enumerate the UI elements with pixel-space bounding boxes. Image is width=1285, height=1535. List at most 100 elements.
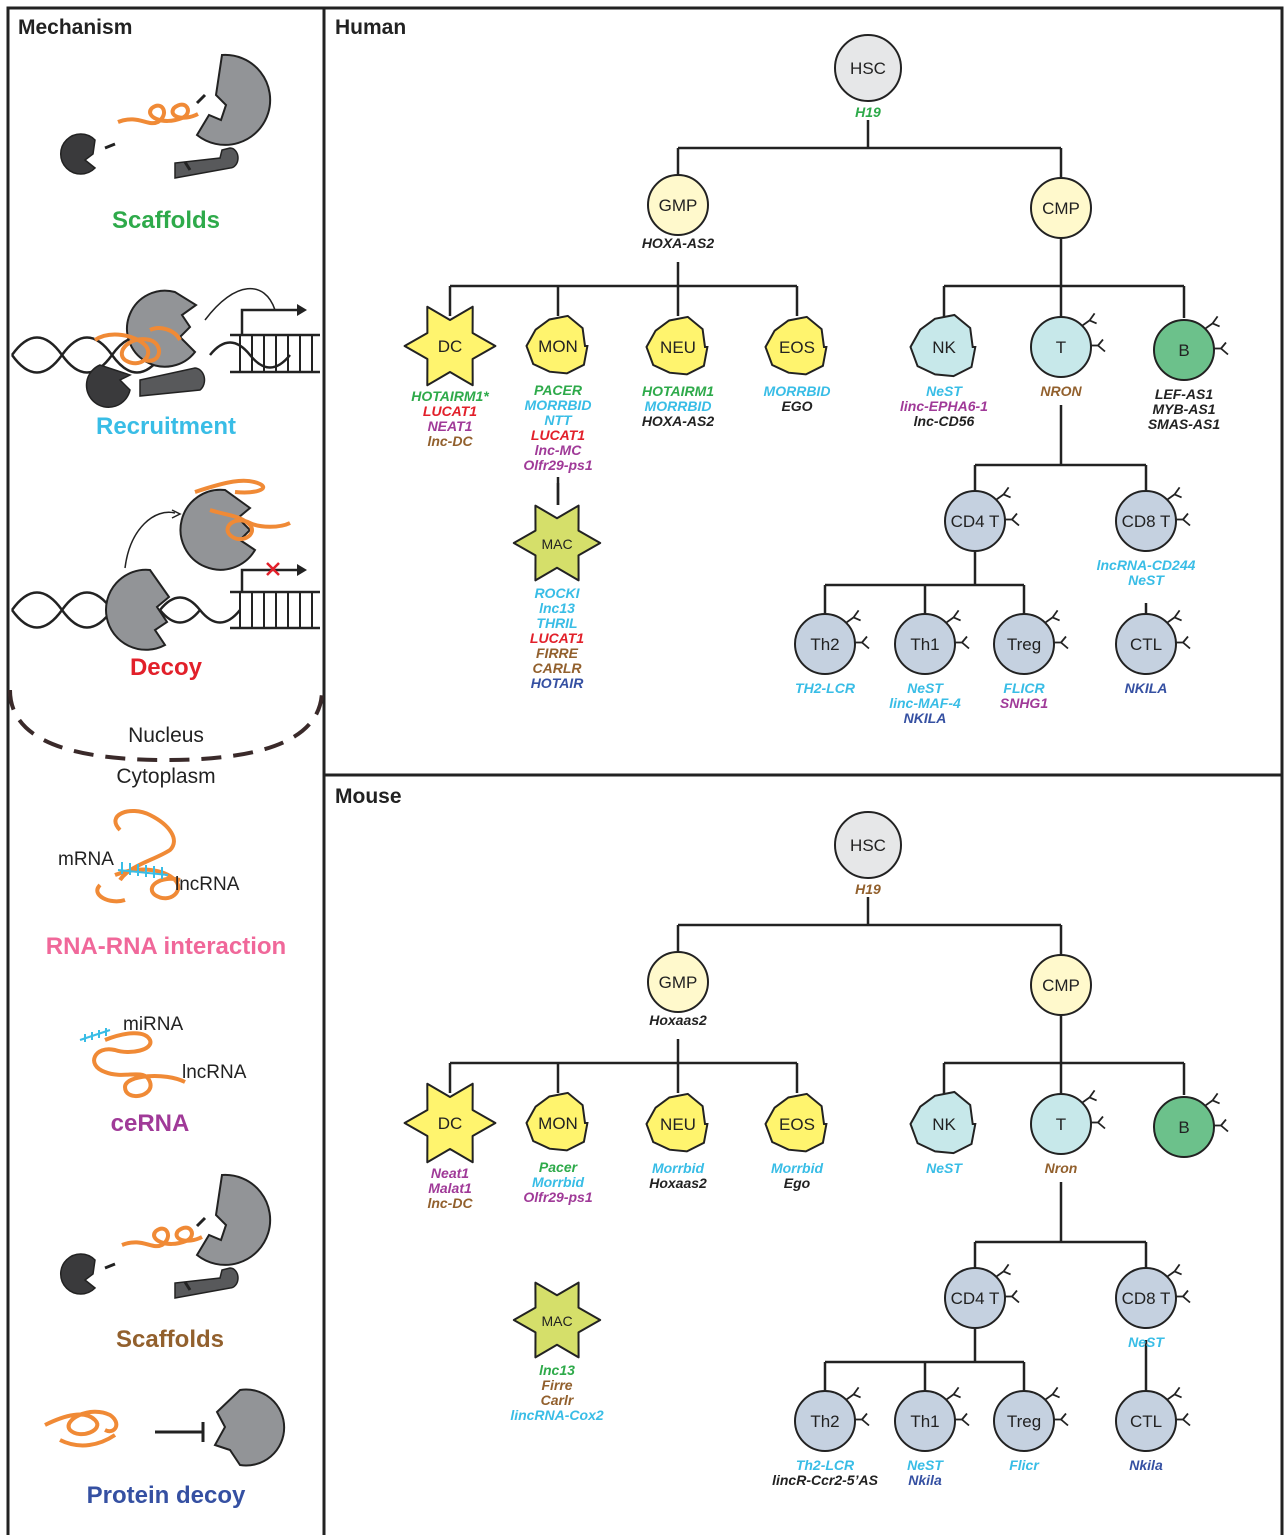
gene-label: lnc-MC — [535, 442, 583, 458]
receptor-icon — [1082, 312, 1106, 353]
receptor-icon — [1082, 1089, 1106, 1130]
mac-cell-shape — [512, 504, 602, 582]
eos-cell-shape — [764, 315, 828, 376]
t-cell-shape — [1030, 1093, 1092, 1155]
gene-label: Hoxaas2 — [649, 1175, 707, 1191]
gene-label: Nkila — [908, 1472, 942, 1488]
gene-label: HOTAIR — [531, 675, 585, 691]
gene-label: Firre — [541, 1377, 572, 1393]
nk-cell-shape — [909, 313, 977, 378]
nucleus-label: Nucleus — [128, 724, 204, 747]
human-title: Human — [335, 16, 406, 39]
inhibition-icon — [155, 1422, 205, 1442]
t-cell-shape — [1030, 316, 1092, 378]
cmp-cell-label: CMP — [1042, 199, 1080, 218]
mon-cell-shape — [525, 1091, 589, 1152]
mechanism-label-recruitment: Recruitment — [96, 413, 236, 440]
mechanism-label-scaffolds: Scaffolds — [112, 207, 220, 234]
cell-cd4: CD4 T — [944, 486, 1020, 552]
gene-label: lnc-CD56 — [914, 413, 975, 429]
cmp-cell-label: CMP — [1042, 976, 1080, 995]
t-cell-label: T — [1056, 338, 1066, 357]
gene-label: Nron — [1045, 1160, 1078, 1176]
lncrna-strand-icon — [194, 478, 291, 542]
b-cell-label: B — [1178, 341, 1189, 360]
gene-label: Flicr — [1009, 1457, 1040, 1473]
lncrna-strand-icon — [92, 1031, 186, 1098]
th1-cell-label: Th1 — [910, 635, 939, 654]
protein-dark-icon — [85, 364, 132, 409]
gene-label: ROCKI — [534, 585, 580, 601]
receptor-icon — [946, 1386, 970, 1427]
scaffold-illustration — [59, 53, 272, 179]
treg-cell-label: Treg — [1007, 635, 1041, 654]
cd4-cell-label: CD4 T — [951, 1289, 1000, 1308]
gene-label: Olfr29-ps1 — [523, 1189, 592, 1205]
gene-label: linc-EPHA6-1 — [900, 398, 988, 414]
gene-label: Hoxaas2 — [649, 1012, 707, 1028]
receptor-icon — [946, 609, 970, 650]
lineage-connectors — [448, 477, 1186, 1391]
eos-cell-label: EOS — [779, 1115, 815, 1134]
gene-label: lncRNA-CD244 — [1097, 557, 1196, 573]
th2-cell-shape — [794, 1390, 856, 1452]
cell-cmp: CMP — [1030, 177, 1092, 239]
gene-label: CARLR — [533, 660, 583, 676]
dc-cell-shape — [403, 305, 497, 387]
lncrna-label-2: lncRNA — [182, 1062, 247, 1083]
gmp-cell-shape — [647, 951, 709, 1013]
gene-label: PACER — [534, 382, 583, 398]
gene-label: MORRBID — [525, 397, 592, 413]
cell-b: B — [1153, 1092, 1229, 1158]
mechanism-label-scaffolds-cyto: Scaffolds — [116, 1326, 224, 1353]
cmp-cell-shape — [1030, 177, 1092, 239]
hsc-cell-label: HSC — [850, 836, 886, 855]
gene-label: Olfr29-ps1 — [523, 457, 592, 473]
gene-label: MORRBID — [764, 383, 831, 399]
gene-label: NeST — [1128, 572, 1165, 588]
gene-label: FLICR — [1003, 680, 1045, 696]
human-lineage-tree: HSCH19GMPHOXA-AS2CMPDCHOTAIRM1*LUCAT1NEA… — [403, 34, 1229, 726]
cmp-cell-shape — [1030, 954, 1092, 1016]
b-cell-shape — [1153, 1096, 1215, 1158]
neu-cell-label: NEU — [660, 338, 696, 357]
cd4-cell-shape — [944, 1267, 1006, 1329]
receptor-icon — [846, 1386, 870, 1427]
gene-label: lincRNA-Cox2 — [510, 1407, 604, 1423]
protein-large-icon — [195, 1173, 272, 1266]
cd8-cell-label: CD8 T — [1122, 1289, 1171, 1308]
transcription-arrow-icon — [240, 308, 297, 335]
receptor-icon — [1205, 315, 1229, 356]
eos-cell-label: EOS — [779, 338, 815, 357]
lncrna-strand-icon — [117, 102, 199, 126]
gene-label: NeST — [907, 680, 944, 696]
ctl-cell-shape — [1115, 613, 1177, 675]
th2-cell-label: Th2 — [810, 1412, 839, 1431]
mon-cell-shape — [525, 314, 589, 375]
receptor-icon — [1167, 1386, 1191, 1427]
gene-label: linc-MAF-4 — [889, 695, 961, 711]
mechanism-label-rna-rna: RNA-RNA interaction — [46, 933, 286, 960]
th2-cell-label: Th2 — [810, 635, 839, 654]
gene-label: HOXA-AS2 — [642, 413, 715, 429]
cell-cd4: CD4 T — [944, 1263, 1020, 1329]
mirna-label: miRNA — [123, 1014, 183, 1035]
gene-label: H19 — [855, 104, 881, 120]
cd8-cell-shape — [1115, 490, 1177, 552]
neu-cell-shape — [645, 315, 709, 376]
protein-small-icon — [59, 133, 97, 175]
dc-cell-shape — [403, 1082, 497, 1164]
lncrna-label: lncRNA — [175, 874, 240, 895]
th1-cell-shape — [894, 1390, 956, 1452]
